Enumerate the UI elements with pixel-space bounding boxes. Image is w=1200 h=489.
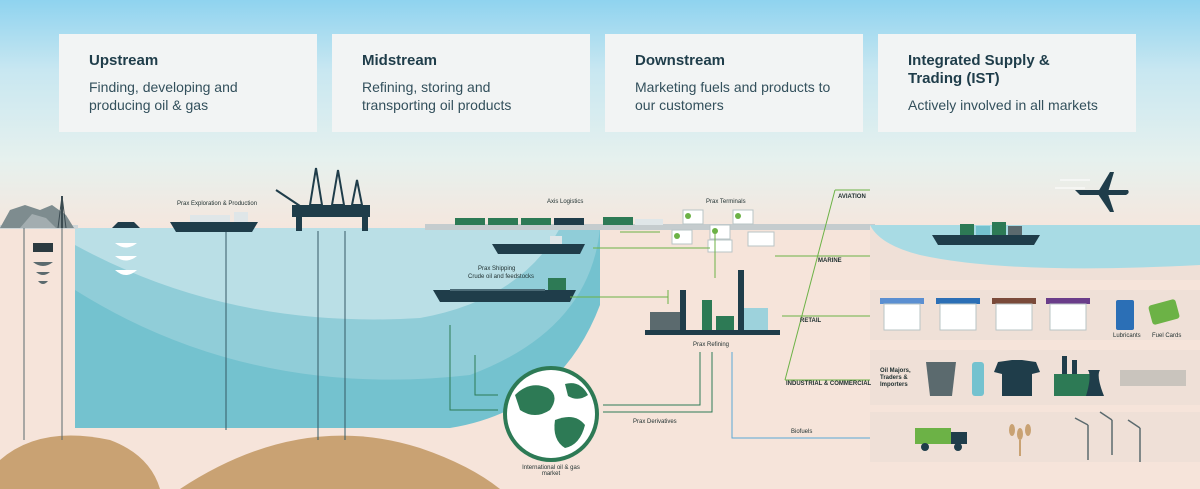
tanker-large: [433, 290, 576, 302]
label-lubricants: Lubricants: [1113, 333, 1141, 339]
label-refining: Prax Refining: [693, 342, 730, 348]
label-market: International oil & gas market: [522, 465, 580, 477]
label-biofuels: Biofuels: [791, 429, 813, 435]
label-shipping: Prax Shipping: [478, 266, 516, 272]
card-midstream: Midstream Refining, storing and transpor…: [332, 34, 590, 132]
wind-turbine-icons: [1074, 411, 1141, 462]
oil-platform: [292, 205, 370, 217]
card-upstream: Upstream Finding, developing and produci…: [59, 34, 317, 132]
label-oil-majors: Oil Majors, Traders & Importers: [880, 368, 911, 388]
derivatives-arrows: [449, 325, 713, 413]
card-description: Finding, developing and producing oil & …: [89, 79, 238, 113]
wheat-icon: [1009, 424, 1031, 456]
truck-icon: [915, 428, 951, 444]
refinery: [645, 270, 780, 335]
card-title: Upstream: [89, 52, 159, 69]
card-description: Actively involved in all markets: [908, 97, 1098, 113]
label-retail: RETAIL: [800, 318, 822, 324]
tshirt-icon: [994, 360, 1040, 396]
factory-icon: [1054, 374, 1094, 396]
card-description: Refining, storing and transporting oil p…: [362, 79, 512, 113]
airplane-icon: [1055, 172, 1129, 212]
coastal-road: [425, 224, 875, 230]
card-title: Downstream: [635, 52, 726, 69]
label-fuel-cards: Fuel Cards: [1152, 333, 1182, 339]
label-industrial: INDUSTRIAL & COMMERCIAL: [786, 381, 872, 387]
exploration-ship: [170, 222, 258, 232]
card-title: Integrated Supply & Trading (IST): [908, 52, 1050, 87]
power-plant-icon: [1086, 370, 1104, 396]
label-derivatives: Prax Derivatives: [633, 419, 677, 425]
tanker-small: [492, 244, 585, 254]
survey-boat: [112, 222, 140, 228]
label-crude: Crude oil and feedstocks: [468, 274, 535, 280]
sand-hill-center: [180, 435, 500, 489]
label-aviation: AVIATION: [838, 194, 866, 200]
label-terminals: Prax Terminals: [706, 199, 746, 205]
card-downstream: Downstream Marketing fuels and products …: [605, 34, 863, 132]
label-logistics: Axis Logistics: [547, 199, 584, 205]
storage-tanks: [671, 209, 775, 253]
lubricants-icon: [1116, 300, 1134, 330]
flow-lines: [570, 189, 870, 381]
bucket-icon: [926, 362, 956, 396]
fuel-stations: [880, 298, 1090, 331]
bottle-icon: [972, 362, 984, 396]
sand-hill-left: [0, 435, 160, 489]
drill-truck: [33, 243, 53, 252]
biofuels-line: [731, 352, 870, 439]
fuel-card-icon: [1148, 299, 1180, 325]
card-description: Marketing fuels and products to our cust…: [635, 79, 831, 113]
card-ist: Integrated Supply & Trading (IST) Active…: [878, 34, 1136, 132]
label-marine: MARINE: [818, 258, 842, 264]
freight-train: [455, 217, 663, 225]
warehouse-icon: [1120, 370, 1186, 386]
card-title: Midstream: [362, 52, 438, 69]
container-ship: [932, 235, 1040, 245]
label-exploration: Prax Exploration & Production: [177, 201, 258, 207]
